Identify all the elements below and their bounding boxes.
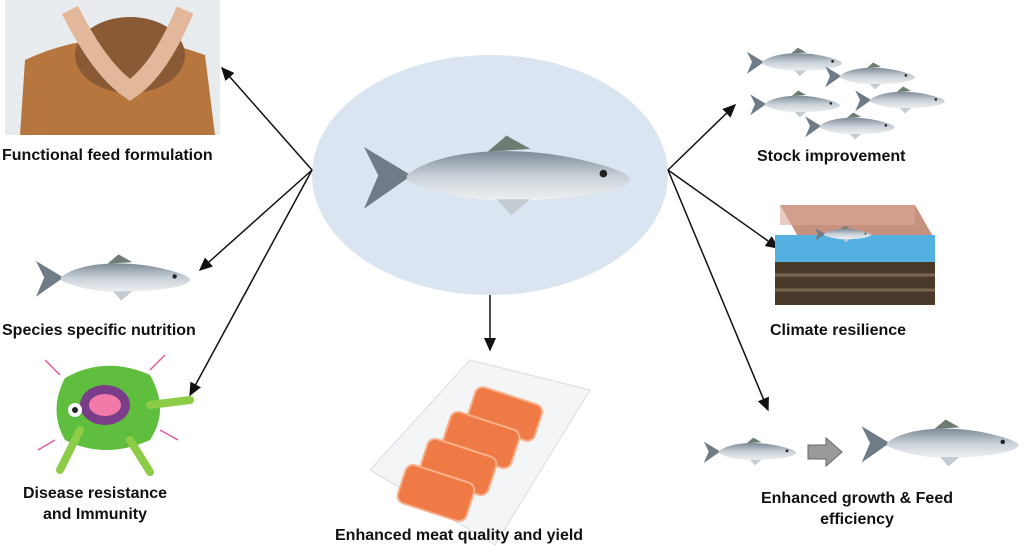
arrow-disease-resistance: [189, 169, 313, 397]
label-species-nutrition: Species specific nutrition: [2, 322, 196, 339]
large-fish-image: [861, 419, 1019, 467]
feed-pellets-image: [5, 0, 220, 135]
arrow-climate-resilience: [667, 169, 780, 249]
arrow-functional-feed: [221, 66, 313, 171]
arrow-enhanced-growth: [667, 169, 769, 412]
microbe-image: [37, 354, 194, 476]
species-fish-image: [36, 254, 191, 301]
label-disease-resistance: Disease resistance and Immunity: [20, 483, 170, 525]
small-fish-image: [703, 437, 797, 466]
salmon-fillet-tray-image: [369, 359, 591, 546]
grey-arrow-icon: [807, 436, 843, 468]
label-meat-quality: Enhanced meat quality and yield: [335, 527, 584, 544]
label-functional-feed: Functional feed formulation: [2, 147, 213, 164]
label-line: Enhanced growth & Feed: [760, 490, 953, 507]
arrow-species-nutrition: [198, 169, 313, 271]
label-line: efficiency: [820, 511, 894, 528]
climate-landscape-image: [775, 205, 935, 305]
label-climate-resilience: Climate resilience: [770, 322, 907, 339]
label-stock-improvement: Stock improvement: [757, 148, 906, 165]
label-enhanced-growth: Enhanced growth & Feed efficiency: [742, 488, 972, 530]
label-line: and Immunity: [42, 506, 147, 523]
fish-school-image: [746, 47, 945, 140]
growth-comparison-image: [703, 419, 1019, 468]
arrows: [189, 66, 780, 412]
label-line: Disease resistance: [22, 485, 168, 502]
arrow-stock-improvement: [667, 103, 737, 171]
